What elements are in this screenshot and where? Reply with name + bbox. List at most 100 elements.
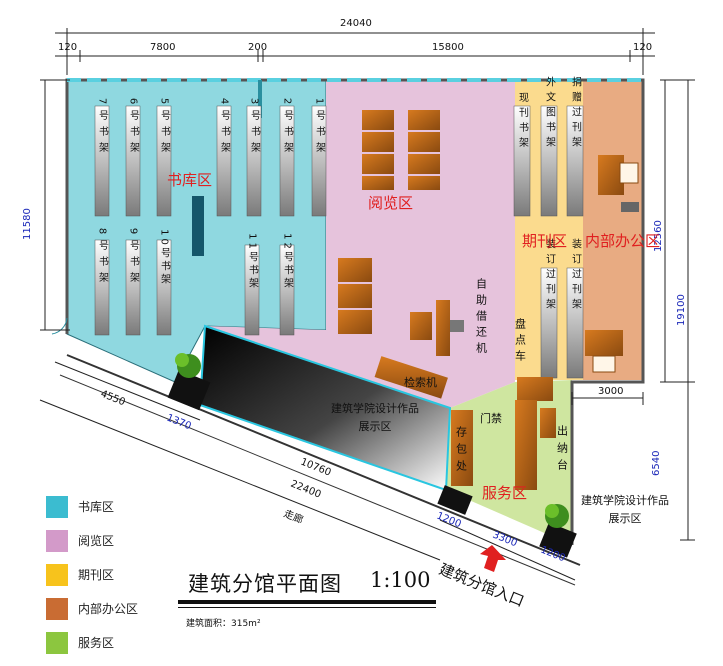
legend-label: 阅览区 <box>78 534 115 548</box>
legend-swatch <box>46 632 68 654</box>
dim-entry-left: 1200 <box>435 511 463 531</box>
office-desk-b <box>585 330 623 356</box>
periodical-shelf <box>513 105 531 217</box>
corridor-wall <box>66 354 581 566</box>
dim-right-inner: 12560 <box>653 220 664 252</box>
shelf <box>156 239 172 336</box>
zone-label-office: 内部办公区 <box>585 232 660 250</box>
shelves <box>94 105 584 379</box>
shelf-label: 4号书架 <box>219 98 231 158</box>
inventory-cart-label: 盘点车 <box>514 317 527 366</box>
shelf <box>156 105 172 217</box>
zone-label-stacks: 书库区 <box>167 171 212 189</box>
zone-label-periodicals: 期刊区 <box>522 232 567 250</box>
dim-top-part: 200 <box>248 42 267 53</box>
table <box>362 154 394 174</box>
shelf <box>279 244 295 336</box>
plant-right <box>539 504 577 558</box>
dim-right-lower: 6540 <box>651 451 662 476</box>
table <box>408 176 440 190</box>
legend-item: 阅览区 <box>46 530 206 564</box>
legend-item: 期刊区 <box>46 564 206 598</box>
plan-scale: 1:100 <box>370 568 431 592</box>
shelf <box>125 105 141 217</box>
shelf-label: 3号书架 <box>249 98 261 158</box>
corridor-label: 走廊 <box>282 507 305 527</box>
shelf <box>94 105 110 217</box>
outer-wall <box>65 78 645 545</box>
shelf-label: 12号书架 <box>282 233 294 291</box>
chair <box>410 312 432 340</box>
storage-cabinet <box>451 410 473 486</box>
dim-top-part: 15800 <box>432 42 464 53</box>
zone-label-service: 服务区 <box>482 484 527 502</box>
shelf <box>94 239 110 336</box>
exhibit-outside-label: 建筑学院设计作品展示区 <box>581 494 669 525</box>
dim-exhibit-length: 10760 <box>299 457 333 479</box>
periodical-shelf-label: 外文图书架 <box>544 76 556 151</box>
shelf-label: 2号书架 <box>282 98 294 158</box>
shelf-label: 6号书架 <box>128 98 140 158</box>
dim-top-total: 24040 <box>340 18 372 29</box>
dimension-lines <box>39 28 695 581</box>
storage-label: 存包处 <box>455 425 468 477</box>
legend: 书库区 阅览区 期刊区 内部办公区 服务区 <box>46 496 206 666</box>
legend-swatch <box>46 530 68 552</box>
plant-left <box>167 353 211 411</box>
shelf <box>244 244 260 336</box>
building-area: 建筑面积：315m² <box>186 619 261 629</box>
retrieval-label: 检索机 <box>404 375 437 389</box>
legend-label: 书库区 <box>78 500 115 514</box>
dim-office-width: 3000 <box>598 386 623 397</box>
title-underline-thin <box>178 607 436 608</box>
title-underline <box>178 600 436 604</box>
legend-swatch <box>46 598 68 620</box>
table <box>338 284 372 308</box>
shelf-label: 8号书架 <box>97 228 109 288</box>
plan-title: 建筑分馆平面图 <box>188 572 342 596</box>
dim-top-part: 7800 <box>150 42 175 53</box>
office-chair-a <box>619 162 639 184</box>
shelf <box>216 105 232 217</box>
table <box>408 110 440 130</box>
shelf-label: 9号书架 <box>128 228 140 288</box>
dim-diagonal-left: 4550 <box>99 389 127 409</box>
shelf-label: 1号书架 <box>314 98 326 158</box>
reading-tables <box>338 110 624 490</box>
shelf-label: 7号书架 <box>97 98 109 158</box>
exhibit-label-box: 建筑学院设计作品展示区 <box>331 402 419 433</box>
dim-top-part: 120 <box>58 42 77 53</box>
dim-entry-width: 3300 <box>491 530 519 550</box>
shelf <box>311 105 327 217</box>
door-arc <box>51 317 68 335</box>
legend-item: 内部办公区 <box>46 598 206 632</box>
inventory-cart <box>517 377 553 401</box>
table <box>362 110 394 130</box>
shelf <box>125 239 141 336</box>
dim-top-part: 120 <box>633 42 652 53</box>
zone-label-reading: 阅览区 <box>368 194 413 212</box>
legend-item: 服务区 <box>46 632 206 666</box>
shelf <box>279 105 295 217</box>
legend-label: 期刊区 <box>78 568 115 582</box>
legend-item: 书库区 <box>46 496 206 530</box>
periodical-shelf <box>566 267 584 379</box>
periodical-shelf <box>540 105 558 217</box>
self-service-label: 自助借还机 <box>475 278 488 358</box>
table <box>408 132 440 152</box>
exhibit-outside-label-box: 建筑学院设计作品展示区 <box>581 494 669 525</box>
security-gate-label: 门禁 <box>480 411 502 425</box>
circulation-desk-label: 出纳台 <box>556 424 569 476</box>
shelf <box>246 105 262 217</box>
self-service-machine <box>436 300 450 356</box>
legend-label: 内部办公区 <box>78 602 139 616</box>
periodical-shelf <box>566 105 584 217</box>
table <box>408 154 440 174</box>
shelf-label: 5号书架 <box>159 98 171 158</box>
periodical-shelf-label: 装订过刊架 <box>570 237 582 313</box>
floor-plan: 24040 120 7800 200 15800 120 11580 12560… <box>22 18 695 610</box>
entrance-arrow <box>480 545 506 572</box>
table <box>338 310 372 334</box>
table <box>338 258 372 282</box>
dim-right-outer: 19100 <box>676 294 687 326</box>
